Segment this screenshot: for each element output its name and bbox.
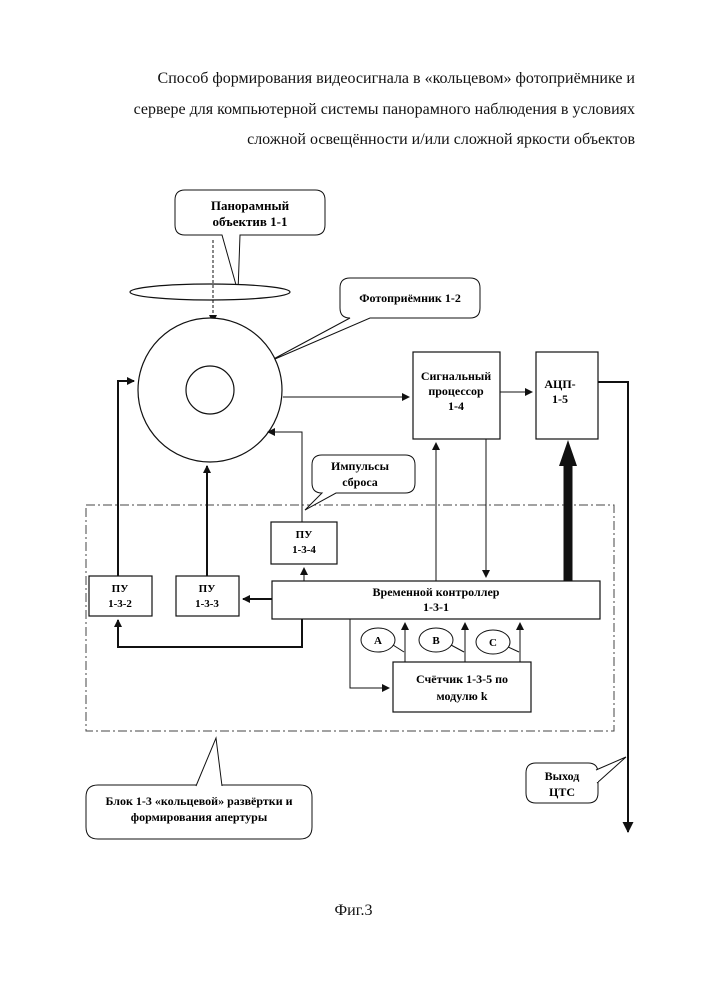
pu-1-3-4-line-2: 1-3-4 bbox=[292, 544, 316, 556]
block-callout-line-2: формирования апертуры bbox=[131, 810, 268, 824]
pu-1-3-2-line-2: 1-3-2 bbox=[108, 598, 132, 610]
arrow-pu-1-3-4-to-photodetector bbox=[268, 432, 302, 522]
block-callout-line-1: Блок 1-3 «кольцевой» развёртки и bbox=[105, 794, 292, 808]
signal-c-label: C bbox=[489, 637, 497, 649]
pu-1-3-2-line-1: ПУ bbox=[112, 583, 129, 595]
signal-b-bubble: B bbox=[419, 628, 464, 652]
figure-caption: Фиг.3 bbox=[0, 902, 707, 920]
reset-pulses-callout: Импульсы сброса bbox=[305, 455, 415, 510]
signal-a-label: A bbox=[374, 635, 382, 647]
counter-line-2: модулю k bbox=[436, 689, 487, 703]
pu-1-3-4-line-1: ПУ bbox=[296, 529, 313, 541]
pu-1-3-3-box bbox=[176, 576, 239, 616]
photodetector-callout: Фотоприёмник 1-2 bbox=[268, 278, 480, 362]
adc-line-1: АЦП- bbox=[544, 377, 575, 391]
reset-callout-line-1: Импульсы bbox=[331, 459, 390, 473]
adc-line-2: 1-5 bbox=[552, 392, 568, 406]
pu-1-3-3-line-1: ПУ bbox=[199, 583, 216, 595]
panoramic-lens bbox=[130, 284, 290, 300]
lens-callout-line-1: Панорамный bbox=[211, 198, 290, 213]
signal-c-bubble: C bbox=[476, 630, 519, 654]
photodetector-callout-label: Фотоприёмник 1-2 bbox=[359, 291, 461, 305]
output-callout-line-2: ЦТС bbox=[549, 785, 575, 799]
signal-processor-line-2: процессор bbox=[428, 384, 484, 398]
signal-a-bubble: A bbox=[361, 628, 404, 652]
time-controller-line-1: Временной контроллер bbox=[373, 585, 500, 599]
pu-1-3-3-line-2: 1-3-3 bbox=[195, 598, 219, 610]
lens-callout: Панорамный объектив 1-1 bbox=[175, 190, 325, 292]
output-callout-line-1: Выход bbox=[545, 769, 580, 783]
lens-callout-line-2: объектив 1-1 bbox=[213, 214, 288, 229]
ring-photodetector-inner bbox=[186, 366, 234, 414]
thick-arrow-controller-to-adc-head bbox=[559, 440, 577, 466]
reset-callout-line-2: сброса bbox=[342, 475, 378, 489]
output-callout: Выход ЦТС bbox=[526, 757, 626, 803]
counter-line-1: Счётчик 1-3-5 по bbox=[416, 672, 508, 686]
pu-1-3-2-box bbox=[89, 576, 152, 616]
block-callout: Блок 1-3 «кольцевой» развёртки и формиро… bbox=[86, 738, 312, 839]
arrow-pu-1-3-2-to-photodetector bbox=[118, 381, 134, 576]
signal-processor-line-3: 1-4 bbox=[448, 399, 464, 413]
counter-box bbox=[393, 662, 531, 712]
signal-processor-line-1: Сигнальный bbox=[421, 369, 491, 383]
arrow-controller-to-pu-1-3-2 bbox=[118, 619, 302, 647]
signal-b-label: B bbox=[432, 635, 440, 647]
time-controller-line-2: 1-3-1 bbox=[423, 600, 449, 614]
